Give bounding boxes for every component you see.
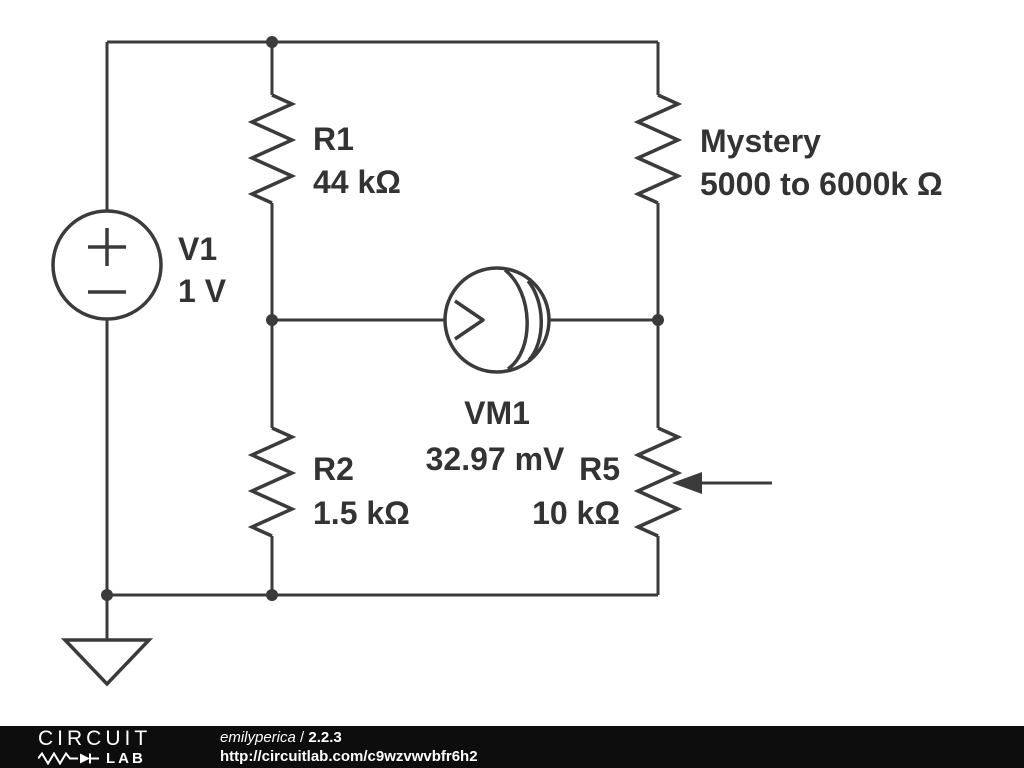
footer-bar: CIRCUIT LAB emilyperica / 2.2.3 http://c… xyxy=(0,726,1024,768)
vm1-name-label: VM1 xyxy=(464,395,530,431)
circuitlab-logo: CIRCUIT LAB xyxy=(38,728,188,766)
resistor-r5-symbol xyxy=(633,426,683,538)
resistor-r2-symbol xyxy=(247,426,297,538)
footer-credit: emilyperica / 2.2.3 http://circuitlab.co… xyxy=(220,728,478,767)
footer-url[interactable]: http://circuitlab.com/c9wzvwvbfr6h2 xyxy=(220,748,478,765)
voltmeter-vm1 xyxy=(443,266,551,374)
mystery-value-label: 5000 to 6000k Ω xyxy=(700,166,943,202)
r2-name-label: R2 xyxy=(313,451,354,487)
r5-name-label: R5 xyxy=(579,451,620,487)
logo-resistor-diode-icon xyxy=(38,752,99,765)
voltmeter-scale-arc-inner xyxy=(526,279,543,362)
voltmeter-circle xyxy=(443,266,551,374)
junction-dots xyxy=(101,36,664,601)
author-version-line: emilyperica / 2.2.3 xyxy=(220,728,478,748)
plus-icon xyxy=(88,228,126,266)
resistor-mystery-symbol xyxy=(633,93,683,205)
circuit-schematic: R1 44 kΩ Mystery 5000 to 6000k Ω V1 1 V … xyxy=(51,36,943,687)
junction-dot xyxy=(266,314,278,326)
voltmeter-scale-arc-outer xyxy=(503,268,529,371)
version-number: 2.2.3 xyxy=(308,728,342,746)
junction-dot xyxy=(266,589,278,601)
r5-value-label: 10 kΩ xyxy=(532,495,620,531)
resistor-r1-symbol xyxy=(247,93,297,205)
ground-icon xyxy=(60,638,154,687)
r2-value-label: 1.5 kΩ xyxy=(313,495,410,531)
mystery-name-label: Mystery xyxy=(700,123,821,159)
wiper-arrow-icon xyxy=(672,472,702,494)
r1-name-label: R1 xyxy=(313,121,354,157)
voltage-source-v1 xyxy=(51,209,163,321)
junction-dot xyxy=(652,314,664,326)
potentiometer-r5 xyxy=(633,426,772,538)
voltage-source-circle xyxy=(51,209,163,321)
v1-value-label: 1 V xyxy=(178,273,227,309)
junction-dot xyxy=(266,36,278,48)
v1-name-label: V1 xyxy=(178,231,217,267)
r1-value-label: 44 kΩ xyxy=(313,164,401,200)
vm1-value-label: 32.97 mV xyxy=(426,441,565,477)
logo-lab-text: LAB xyxy=(106,750,146,767)
credit-separator: / xyxy=(295,728,309,746)
ground-symbol xyxy=(60,595,154,687)
logo-circuit-text: CIRCUIT xyxy=(38,727,152,750)
author-name: emilyperica xyxy=(220,728,296,746)
voltmeter-needle-icon xyxy=(454,299,485,341)
wires xyxy=(105,40,660,597)
